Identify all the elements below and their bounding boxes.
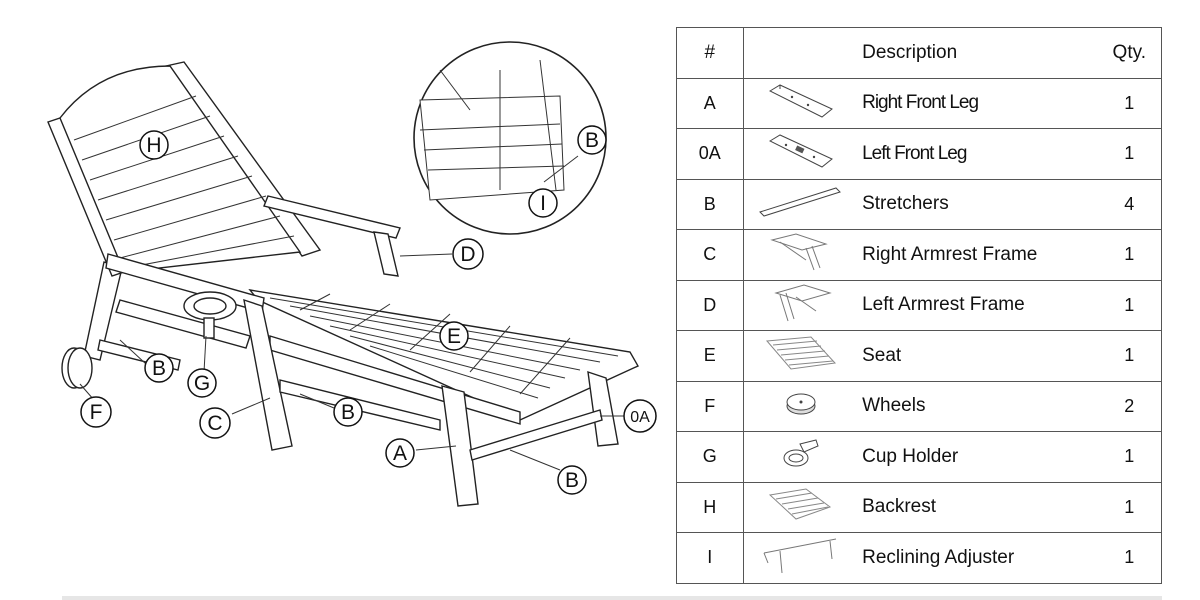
callout-B-mid: B [333,397,363,427]
qty-cell: 1 [1097,532,1162,584]
leader-lines [79,155,624,471]
svg-text:B: B [565,469,579,492]
callout-H: H [139,130,169,160]
qty-cell: 4 [1097,178,1162,230]
description-cell: Right Front Leg [858,77,1098,129]
table-row: B Stretchers 4 [676,178,1162,230]
description-cell: Reclining Adjuster [858,532,1098,584]
backrest-icon [768,488,831,520]
description-cell: Wheels [858,380,1098,432]
table-row: 0A Left Front Leg 1 [676,128,1162,180]
svg-text:D: D [460,243,475,266]
chaise-lounge-drawing: H I B D E B G F C B A B [47,41,657,507]
description-cell: Left Armrest Frame [858,279,1098,331]
table-row: E Seat 1 [676,330,1162,382]
description-cell: Right Armrest Frame [858,229,1098,281]
callout-B-rear: B [144,353,174,383]
description-cell: Cup Holder [858,431,1098,483]
table-row: C Right Armrest Frame 1 [676,229,1162,281]
qty-cell: 2 [1097,380,1162,432]
leg-icon [768,134,833,168]
wheel-icon [786,393,816,415]
qty-cell: 1 [1097,481,1162,533]
svg-text:A: A [393,442,407,465]
wheel [61,347,93,389]
table-row: I Reclining Adjuster 1 [676,532,1162,584]
stretcher-icon [758,187,841,217]
table-row: H Backrest 1 [676,481,1162,533]
svg-text:I: I [540,192,546,215]
front-legs [243,298,619,507]
svg-text:H: H [146,134,161,157]
header-description: Description [858,27,1098,79]
qty-cell: 1 [1097,330,1162,382]
callout-C: C [199,407,231,439]
header-qty: Qty. [1097,27,1162,79]
table-row: F Wheels 2 [676,380,1162,432]
armrest-frame-icon [774,284,832,321]
callout-G: G [187,368,217,398]
seat-icon [765,336,836,370]
callout-A: A [385,438,415,468]
leg-icon [768,84,833,118]
callout-D: D [452,238,484,270]
adjuster-icon [763,538,836,574]
header-num: # [676,27,744,79]
detail-magnifier [413,41,607,235]
rear-frame [83,261,251,371]
qty-cell: 1 [1097,128,1162,180]
svg-text:B: B [341,401,355,424]
svg-text:0A: 0A [630,409,650,426]
svg-text:E: E [447,325,461,348]
bottom-divider [62,596,1162,600]
svg-text:B: B [152,357,166,380]
table-header-row: # Description Qty. [676,27,1162,79]
cup-holder-icon [783,439,819,467]
svg-text:B: B [585,129,599,152]
table-row: D Left Armrest Frame 1 [676,279,1162,331]
description-cell: Seat [858,330,1098,382]
svg-text:C: C [207,412,222,435]
parts-table: # Description Qty. A Right Front Leg 1 0… [676,27,1162,584]
callout-I: I [528,188,558,218]
description-cell: Backrest [858,481,1098,533]
qty-cell: 1 [1097,431,1162,483]
table-row: A Right Front Leg 1 [676,77,1162,129]
svg-text:F: F [90,401,103,424]
qty-cell: 1 [1097,279,1162,331]
description-cell: Stretchers [858,178,1098,230]
callout-F: F [80,396,112,428]
qty-cell: 1 [1097,77,1162,129]
qty-cell: 1 [1097,229,1162,281]
svg-text:G: G [194,372,210,395]
callout-E: E [439,321,469,351]
backrest [47,61,322,277]
callout-B-detail: B [577,125,607,155]
description-cell: Left Front Leg [858,128,1098,180]
callout-0A: 0A [623,399,657,433]
table-row: G Cup Holder 1 [676,431,1162,483]
armrest-frame-icon [770,233,828,271]
callout-B-front: B [557,465,587,495]
cup-holder [183,291,237,339]
